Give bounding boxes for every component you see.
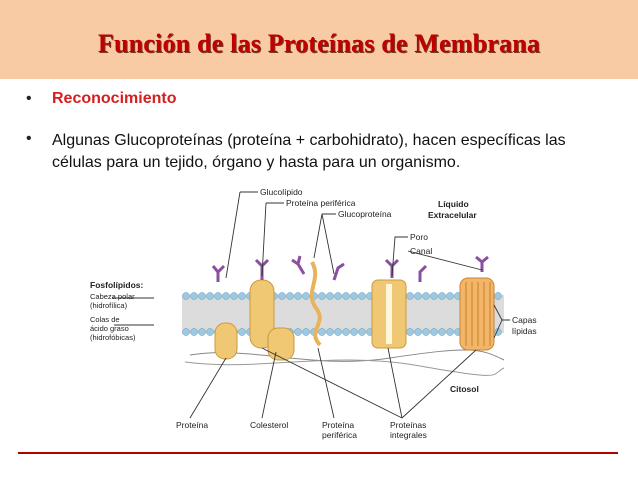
label-fosfolipidos: Fosfolípidos: [90,280,144,290]
label-poro: Poro [410,232,428,242]
phospholipid-head [438,328,446,336]
membrane-diagram: Glucolípido Proteína periférica Glucopro… [90,187,537,440]
phospholipid-head [198,292,206,300]
cytoskeleton-fiber [184,359,505,376]
label-proteina: Proteína [176,420,208,430]
phospholipid-head [182,328,190,336]
phospholipid-head [302,328,310,336]
diagram-labels: Glucolípido Proteína periférica Glucopro… [90,187,537,440]
phospholipid-head [318,328,326,336]
label-canal: Canal [410,246,432,256]
channel-protein [459,277,495,351]
phospholipid-head [438,292,446,300]
label-liquido: Líquido [438,199,469,209]
label-hidrofobicas: (hidrofóbicas) [90,333,136,342]
phospholipid-head [358,328,366,336]
phospholipid-head [406,328,414,336]
phospholipid-head [358,292,366,300]
phospholipid-head [334,328,342,336]
label-citosol: Citosol [450,384,479,394]
pore-channel [386,284,392,344]
channel-helices [465,282,491,346]
bullet-reconocimiento: Reconocimiento [52,90,177,107]
label-proteina-periferica-bottom-1: Proteína [322,420,354,430]
footer-divider [18,452,618,454]
protein-bottom [267,327,295,361]
label-proteinas-integrales-1: Proteínas [390,420,426,430]
phospholipid-head [494,292,502,300]
label-hidrofilica: (hidrofílica) [90,301,128,310]
carbohydrate-chains [211,255,489,282]
phospholipid-head [238,328,246,336]
phospholipid-head [318,292,326,300]
phospholipid-head [430,328,438,336]
phospholipid-head [422,292,430,300]
phospholipid-head [414,328,422,336]
phospholipid-head [350,328,358,336]
phospholipid-head [406,292,414,300]
label-proteina-periferica-top: Proteína periférica [286,198,356,208]
phospholipid-head [198,328,206,336]
phospholipid-head [190,328,198,336]
phospholipid-head [214,292,222,300]
peripheral-protein-inner [214,322,238,360]
phospholipid-head [182,292,190,300]
phospholipid-head [294,292,302,300]
label-lipidas: lípidas [512,326,537,336]
cytoskeleton-fiber [189,349,505,362]
label-colesterol: Colesterol [250,420,288,430]
label-proteina-periferica-bottom-2: periférica [322,430,357,440]
phospholipid-head [238,292,246,300]
phospholipid-head [430,292,438,300]
phospholipid-head [342,292,350,300]
peripheral-protein-helix [309,261,322,347]
phospholipid-head [222,292,230,300]
phospholipid-head [326,328,334,336]
bullet-marker-2: • [26,130,32,147]
label-capas: Capas [512,315,537,325]
phospholipid-head [414,292,422,300]
label-glucolipido: Glucolípido [260,187,303,197]
lipid-bilayer [182,295,504,333]
label-glucoproteina: Glucoproteína [338,209,392,219]
phospholipid-head [286,292,294,300]
phospholipid-head [190,292,198,300]
label-proteinas-integrales-2: integrales [390,430,427,440]
phospholipid-head [334,292,342,300]
bilayer-core [182,295,504,333]
leader-lines [112,191,510,419]
slide-title: Función de las Proteínas de Membrana [97,29,541,58]
phospholipid-head [230,292,238,300]
phospholipid-head [326,292,334,300]
label-acido-graso: ácido graso [90,324,129,333]
phospholipid-head [206,292,214,300]
phospholipid-head [446,328,454,336]
phospholipid-head [350,292,358,300]
title-bar: Función de las Proteínas de Membrana [0,0,638,79]
phospholipid-head [342,328,350,336]
bullet-marker-1: • [26,90,32,107]
phospholipid-head [294,328,302,336]
label-extracelular: Extracelular [428,210,477,220]
phospholipid-head [302,292,310,300]
phospholipid-head [278,292,286,300]
label-colas-de: Colas de [90,315,120,324]
label-cabeza-polar: Cabeza polar [90,292,135,301]
bullet-glucoproteinas: Algunas Glucoproteínas (proteína + carbo… [52,132,566,171]
phospholipid-head [206,328,214,336]
phospholipid-head [422,328,430,336]
phospholipid-head [446,292,454,300]
